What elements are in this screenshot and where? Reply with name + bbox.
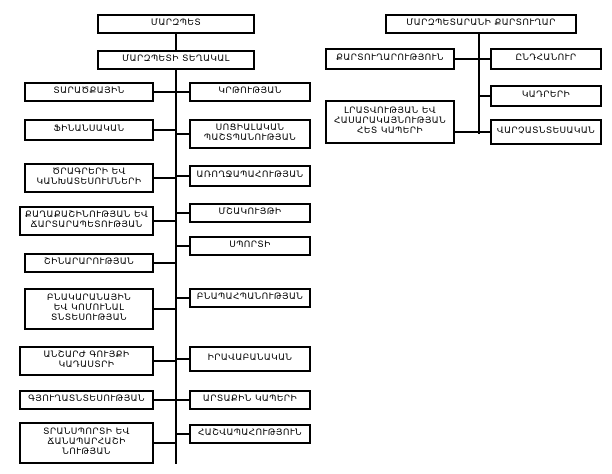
dept-box-culture[interactable]: ՄՇԱԿՈՒՅԹԻ <box>189 203 311 223</box>
dept-label: ՀԱՇՎԱՊԱՀՈՒԹՅՈՒՆ <box>197 428 303 439</box>
connector-accounting <box>175 433 191 435</box>
node-marzpetaran-secretary[interactable]: ՄԱՐԶՊԵՏԱՐԱՆԻ ՔԱՐՏՈՒՂԱՐ <box>385 14 577 34</box>
dept-box-media-public-relations[interactable]: ԼՐԱՏՎՈՒԹՅԱՆ ԵՎ ՀԱՍԱՐԱԿԱՅՆՈՒԹՅԱՆ ՀԵՏ ԿԱՊԵ… <box>325 100 455 144</box>
dept-label: ԱՆՇԱՐԺ ԳՈՒՅՔԻ ԿԱԴԱՍՏՐԻ <box>43 350 130 370</box>
dept-box-construction[interactable]: ՇԻՆԱՐԱՐՈՒԹՅԱՆ <box>24 253 154 273</box>
connector-legal <box>175 358 191 360</box>
connector-transport-roads <box>154 442 177 444</box>
connector-housing-communal <box>154 308 177 310</box>
connector-environment <box>175 297 191 299</box>
dept-box-environment[interactable]: ԲՆԱՊԱՀՊԱՆՈՒԹՅԱՆ <box>189 288 311 308</box>
connector-secretariat <box>455 58 480 60</box>
dept-label: ԾՐԱԳՐԵՐԻ ԵՎ ԿԱՆԽԱՏԵՍՈՒՄՆԵՐԻ <box>36 167 142 187</box>
dept-label: ՄՇԱԿՈՒՅԹԻ <box>218 207 282 218</box>
dept-box-programs-forecasts[interactable]: ԾՐԱԳՐԵՐԻ ԵՎ ԿԱՆԽԱՏԵՍՈՒՄՆԵՐԻ <box>24 163 154 193</box>
dept-box-urban-architecture[interactable]: ՔԱՂԱՔԱՇԻՆՈՒԹՅԱՆ ԵՎ ՃԱՐՏԱՐԱՊԵՏՈՒԹՅԱՆ <box>19 206 154 236</box>
node-label: ՄԱՐԶՊԵՏ <box>150 18 202 29</box>
dept-box-general[interactable]: ԸՆԴՀԱՆՈՒՐ <box>490 48 602 70</box>
connector-culture <box>175 212 191 214</box>
connector-sport <box>175 245 191 247</box>
dept-label: ԻՐԱՎԱԲԱՆԱԿԱՆ <box>207 353 293 364</box>
dept-label: ՔԱՐՏՈՒՂԱՐՈՒԹՅՈՒՆ <box>336 53 444 64</box>
dept-box-territorial[interactable]: ՏԱՐԱԾՔԱՅԻՆ <box>24 82 154 102</box>
dept-label: ԸՆԴՀԱՆՈՒՐ <box>515 53 577 64</box>
connector-education <box>175 91 191 93</box>
connector-territorial <box>154 91 177 93</box>
dept-box-education[interactable]: ԿՐԹՈՒԹՅԱՆ <box>189 82 311 102</box>
dept-label: ԳՅՈՒՂԱՏՆՏԵՍՈՒԹՅԱՆ <box>28 394 145 405</box>
dept-label: ՏՐԱՆՍՊՈՐՏԻ ԵՎ ՃԱՆԱՊԱՐՀԱՇԻ ՆՈՒԹՅԱՆ <box>43 427 130 457</box>
dept-box-external-relations[interactable]: ԱՐՏԱՔԻՆ ԿԱՊԵՐԻ <box>189 390 311 410</box>
dept-label: ՔԱՂԱՔԱՇԻՆՈՒԹՅԱՆ ԵՎ ՃԱՐՏԱՐԱՊԵՏՈՒԹՅԱՆ <box>24 210 149 230</box>
dept-box-healthcare[interactable]: ԱՌՈՂՋԱՊԱՀՈՒԹՅԱՆ <box>189 165 311 187</box>
node-marzpet[interactable]: ՄԱՐԶՊԵՏ <box>97 14 255 34</box>
dept-box-administrative-economic[interactable]: ՎԱՐՉԱՏՆՏԵՍԱԿԱՆ <box>490 119 602 145</box>
connector-healthcare <box>175 175 191 177</box>
dept-label: ՍՈՑԻԱԼԱԿԱՆ ՊԱՇՏՊԱՆՈՒԹՅԱՆ <box>203 123 297 143</box>
dept-label: ԿԱԴՐԵՐԻ <box>521 90 571 101</box>
dept-box-agriculture[interactable]: ԳՅՈՒՂԱՏՆՏԵՍՈՒԹՅԱՆ <box>19 390 154 410</box>
dept-label: ՎԱՐՉԱՏՆՏԵՍԱԿԱՆ <box>496 126 596 137</box>
connector-agriculture <box>154 399 177 401</box>
connector-social-protection <box>175 133 191 135</box>
dept-box-sport[interactable]: ՍՊՈՐՏԻ <box>189 236 311 256</box>
dept-label: ԱՐՏԱՔԻՆ ԿԱՊԵՐԻ <box>202 394 298 405</box>
dept-box-housing-communal[interactable]: ԲՆԱԿԱՐԱՆԱՅԻՆ ԵՎ ԿՈՄՈՒՆԱԼ ՏՆՏԵՍՈՒԹՅԱՆ <box>24 288 154 330</box>
node-label: ՄԱՐԶՊԵՏԻ ՏԵՂԱԿԱԼ <box>122 54 230 65</box>
dept-label: ԱՌՈՂՋԱՊԱՀՈՒԹՅԱՆ <box>196 170 304 181</box>
dept-box-real-estate-cadastre[interactable]: ԱՆՇԱՐԺ ԳՈՒՅՔԻ ԿԱԴԱՍՏՐԻ <box>19 346 154 376</box>
connector-administrative-economic <box>478 131 492 133</box>
connector-personnel <box>478 95 492 97</box>
connector-programs-forecasts <box>154 177 177 179</box>
dept-box-personnel[interactable]: ԿԱԴՐԵՐԻ <box>490 85 602 107</box>
dept-box-social-protection[interactable]: ՍՈՑԻԱԼԱԿԱՆ ՊԱՇՏՊԱՆՈՒԹՅԱՆ <box>189 119 311 149</box>
dept-label: ԼՐԱՏՎՈՒԹՅԱՆ ԵՎ ՀԱՍԱՐԱԿԱՅՆՈՒԹՅԱՆ ՀԵՏ ԿԱՊԵ… <box>333 106 447 136</box>
dept-label: ԲՆԱԿԱՐԱՆԱՅԻՆ ԵՎ ԿՈՄՈՒՆԱԼ ՏՆՏԵՍՈՒԹՅԱՆ <box>46 293 132 323</box>
dept-box-transport-roads[interactable]: ՏՐԱՆՍՊՈՐՏԻ ԵՎ ՃԱՆԱՊԱՐՀԱՇԻ ՆՈՒԹՅԱՆ <box>19 422 154 464</box>
connector-media-public-relations <box>455 131 480 133</box>
node-label: ՄԱՐԶՊԵՏԱՐԱՆԻ ՔԱՐՏՈՒՂԱՐ <box>406 18 556 29</box>
connector-financial <box>154 129 177 131</box>
dept-label: ՍՊՈՐՏԻ <box>229 240 271 251</box>
dept-label: ԲՆԱՊԱՀՊԱՆՈՒԹՅԱՆ <box>196 292 304 303</box>
dept-label: ԿՐԹՈՒԹՅԱՆ <box>218 86 282 97</box>
connector-external-relations <box>175 399 191 401</box>
connector-general <box>478 58 492 60</box>
dept-box-legal[interactable]: ԻՐԱՎԱԲԱՆԱԿԱՆ <box>189 346 311 372</box>
dept-box-financial[interactable]: ՖԻՆԱՆՍԱԿԱՆ <box>24 119 154 141</box>
connector-root-to-deputy <box>175 34 177 50</box>
dept-box-accounting[interactable]: ՀԱՇՎԱՊԱՀՈՒԹՅՈՒՆ <box>189 424 311 444</box>
dept-label: ՏԱՐԱԾՔԱՅԻՆ <box>53 86 125 97</box>
node-deputy-marzpet[interactable]: ՄԱՐԶՊԵՏԻ ՏԵՂԱԿԱԼ <box>97 50 255 70</box>
trunk-right-tree <box>478 34 480 134</box>
connector-urban-architecture <box>154 220 177 222</box>
connector-real-estate-cadastre <box>154 360 177 362</box>
trunk-left-tree <box>175 70 177 464</box>
dept-box-secretariat[interactable]: ՔԱՐՏՈՒՂԱՐՈՒԹՅՈՒՆ <box>325 48 455 70</box>
dept-label: ՖԻՆԱՆՍԱԿԱՆ <box>53 124 125 135</box>
connector-construction <box>154 262 177 264</box>
dept-label: ՇԻՆԱՐԱՐՈՒԹՅԱՆ <box>43 257 135 268</box>
